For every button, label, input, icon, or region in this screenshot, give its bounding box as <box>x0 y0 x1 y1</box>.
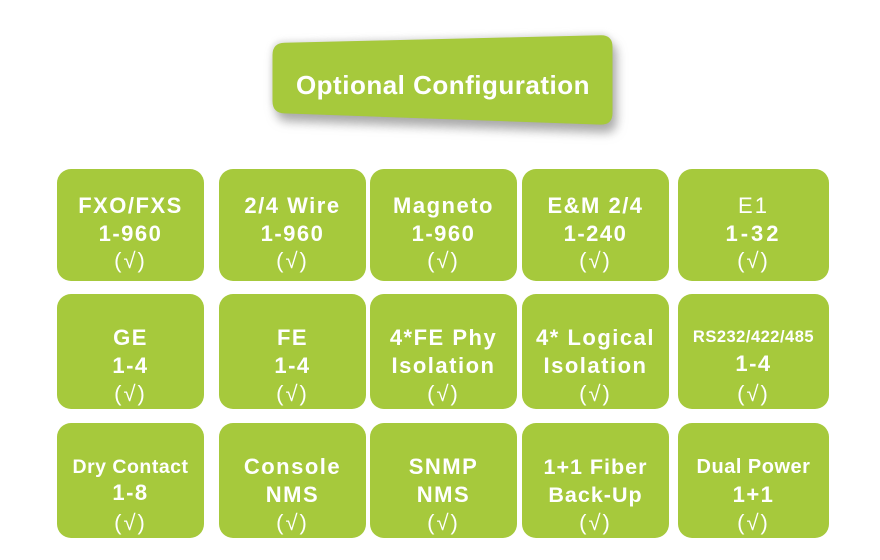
config-box-name2: NMS <box>265 482 320 507</box>
config-box-4-logical-isolation: 4* Logical Isolation (√) <box>522 294 669 409</box>
title-plaque-graphic <box>272 35 613 125</box>
config-box-range: 1-4 <box>735 351 772 376</box>
config-box-dual-power: Dual Power 1+1 (√) <box>678 423 829 538</box>
config-box-name2: Back-Up <box>548 483 643 507</box>
config-box-4fe-phy-isolation: 4*FE Phy Isolation (√) <box>370 294 517 409</box>
config-box-name: 4* Logical <box>536 325 655 350</box>
check-mark: (√) <box>114 510 147 535</box>
check-mark: (√) <box>579 381 612 406</box>
config-box-name: 1+1 Fiber <box>543 455 648 479</box>
config-box-name2: NMS <box>416 482 471 507</box>
title-plaque-shape <box>272 35 613 125</box>
check-mark: (√) <box>427 510 460 535</box>
check-mark: (√) <box>579 510 612 535</box>
config-box-ge: GE 1-4 (√) <box>57 294 204 409</box>
check-mark: (√) <box>276 248 309 273</box>
config-box-range: 1-240 <box>563 221 628 246</box>
config-box-rs232-422-485: RS232/422/485 1-4 (√) <box>678 294 829 409</box>
config-box-name: 4*FE Phy <box>389 325 498 350</box>
config-box-24-wire: 2/4 Wire 1-960 (√) <box>219 169 366 281</box>
check-mark: (√) <box>114 381 147 406</box>
config-box-range: 1-4 <box>274 353 311 378</box>
config-box-range: 1-960 <box>411 221 476 246</box>
config-box-name: SNMP <box>408 454 479 479</box>
config-box-name: FXO/FXS <box>78 193 183 218</box>
check-mark: (√) <box>276 381 309 406</box>
config-box-fiber-backup: 1+1 Fiber Back-Up (√) <box>522 423 669 538</box>
config-box-fe: FE 1-4 (√) <box>219 294 366 409</box>
config-box-range: 1-960 <box>98 221 163 246</box>
check-mark: (√) <box>737 248 770 273</box>
config-box-name: RS232/422/485 <box>692 328 815 346</box>
page-title: Optional Configuration <box>295 70 591 100</box>
check-mark: (√) <box>114 248 147 273</box>
config-box-snmp-nms: SNMP NMS (√) <box>370 423 517 538</box>
config-box-name: GE <box>113 325 148 350</box>
check-mark: (√) <box>737 510 770 535</box>
config-box-fxo-fxs: FXO/FXS 1-960 (√) <box>57 169 204 281</box>
config-box-e1: E1 1-32 (√) <box>678 169 829 281</box>
config-box-name: Dry Contact <box>72 456 189 478</box>
config-box-name2: Isolation <box>543 353 648 378</box>
check-mark: (√) <box>276 510 309 535</box>
config-box-name: Magneto <box>393 193 494 218</box>
check-mark: (√) <box>579 248 612 273</box>
config-box-name: E1 <box>738 193 769 218</box>
config-box-range: 1-4 <box>112 353 149 378</box>
config-box-name: E&M 2/4 <box>547 193 644 218</box>
config-box-name: Dual Power <box>696 456 811 478</box>
config-box-range: 1-32 <box>725 221 782 246</box>
check-mark: (√) <box>427 248 460 273</box>
config-box-name: Console <box>243 454 342 479</box>
title-plaque: Optional Configuration <box>265 27 621 139</box>
check-mark: (√) <box>427 381 460 406</box>
config-box-console-nms: Console NMS (√) <box>219 423 366 538</box>
config-box-dry-contact: Dry Contact 1-8 (√) <box>57 423 204 538</box>
config-box-name: FE <box>276 325 309 350</box>
config-box-em-24: E&M 2/4 1-240 (√) <box>522 169 669 281</box>
config-box-magneto: Magneto 1-960 (√) <box>370 169 517 281</box>
config-box-range: 1-960 <box>260 221 325 246</box>
check-mark: (√) <box>737 381 770 406</box>
config-box-name2: Isolation <box>391 353 496 378</box>
config-box-range: 1+1 <box>732 482 775 507</box>
config-box-range: 1-8 <box>112 480 149 505</box>
config-box-name: 2/4 Wire <box>244 193 341 218</box>
